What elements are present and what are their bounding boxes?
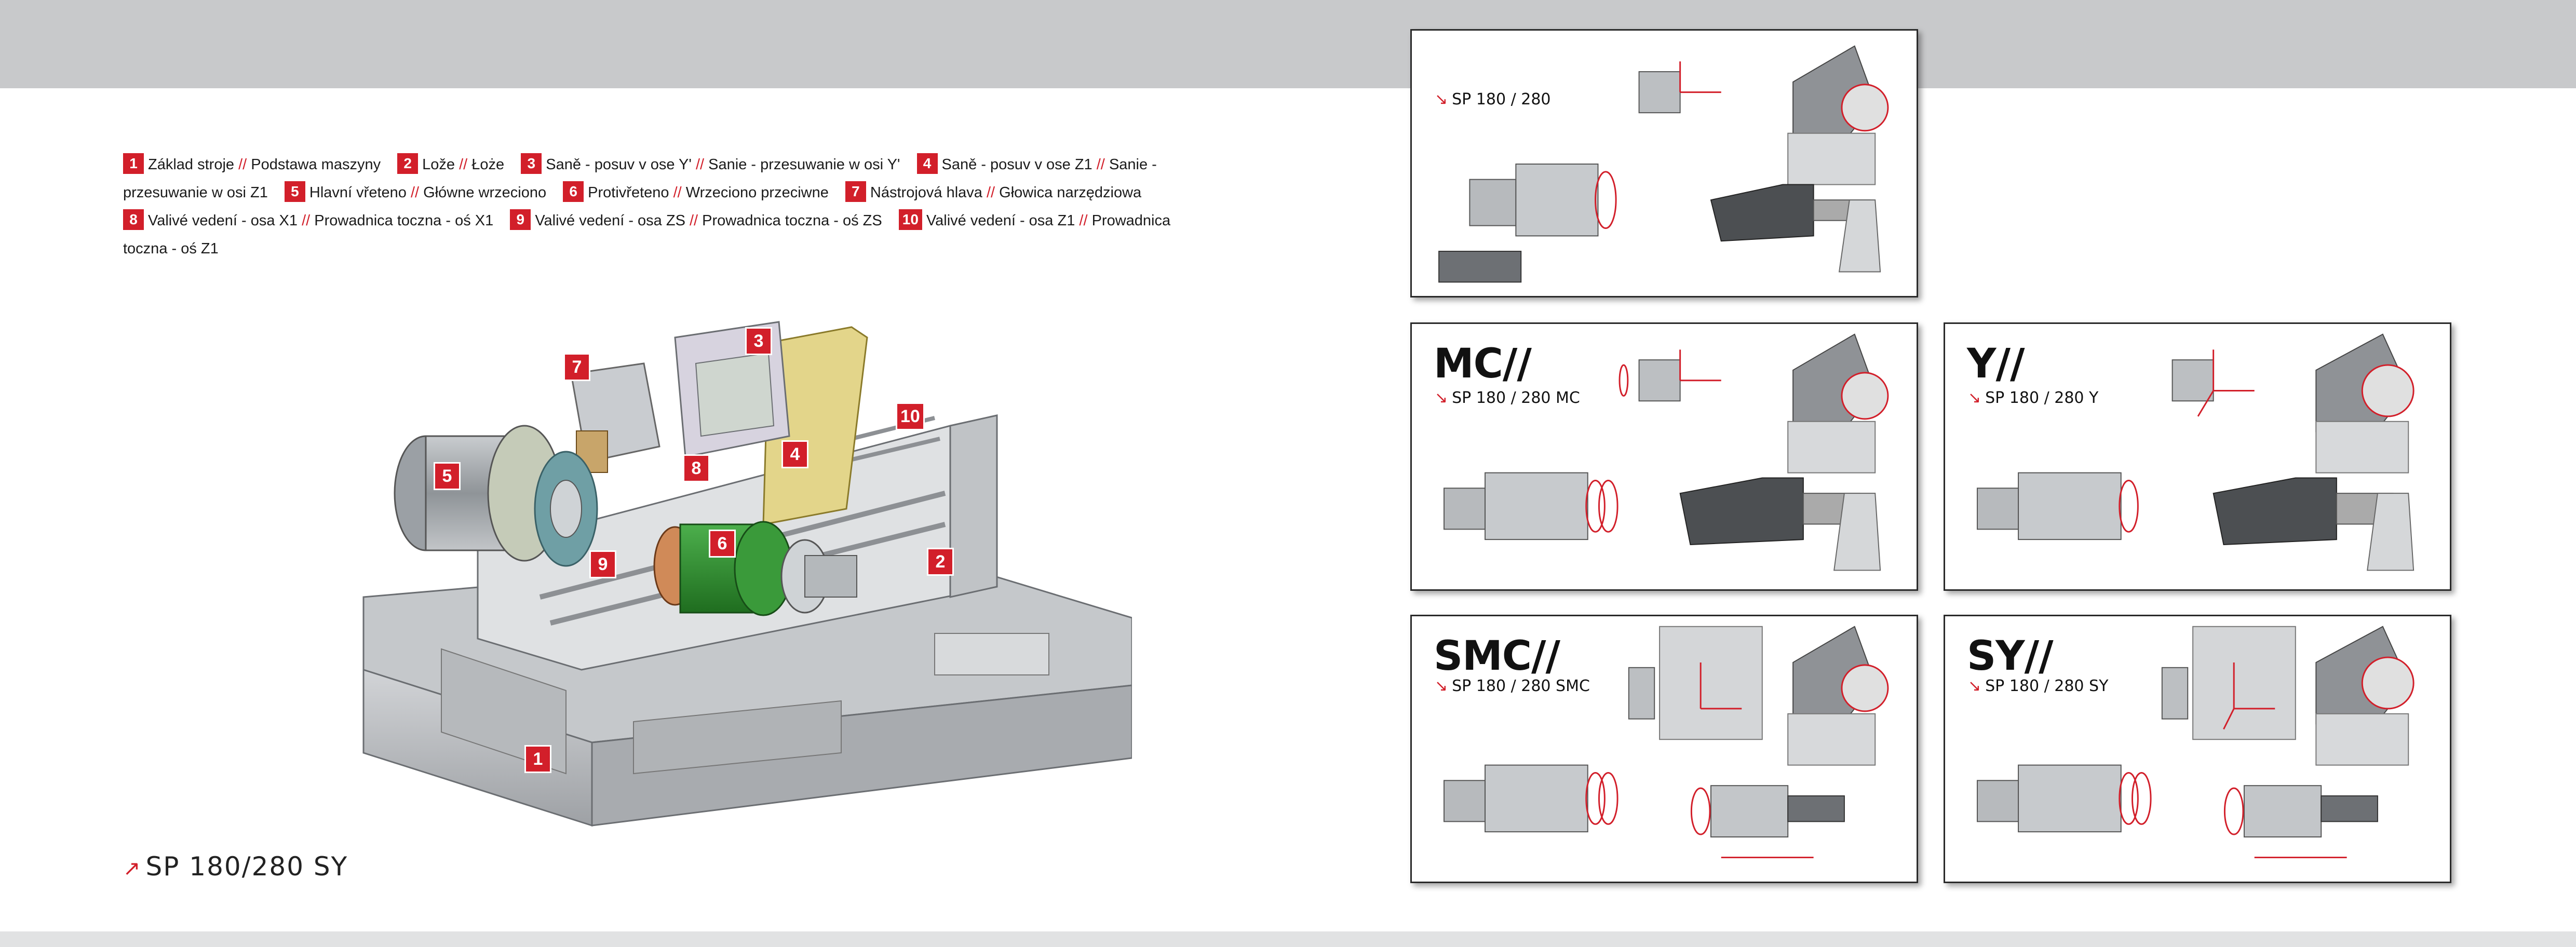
callout-10: 10	[896, 402, 925, 430]
legend-text-cz: Nástrojová hlava	[870, 184, 982, 201]
arrow-icon: ↘	[1968, 389, 1981, 407]
legend-number-badge: 10	[898, 209, 922, 230]
panel-subtitle: ↘SP 180 / 280 SY	[1968, 677, 2109, 695]
callout-9: 9	[589, 550, 616, 578]
variant-panel-y: Y// ↘SP 180 / 280 Y	[1944, 322, 2451, 591]
callout-1: 1	[524, 745, 551, 773]
callout-6: 6	[709, 530, 736, 558]
panel-title: MC//	[1434, 341, 1532, 387]
legend-text-cz: Valivé vedení - osa X1	[148, 212, 298, 229]
callout-3: 3	[745, 327, 772, 355]
panel-subtitle: ↘SP 180 / 280	[1435, 90, 1551, 109]
legend-text-pl: Prowadnica toczna - oś ZS	[702, 212, 882, 229]
legend-number-badge: 5	[284, 181, 305, 202]
arrow-icon: ↗	[123, 857, 142, 881]
legend-number-badge: 1	[123, 153, 144, 174]
callout-4: 4	[781, 440, 808, 468]
legend-separator: //	[695, 156, 705, 173]
legend-number-badge: 3	[521, 153, 542, 174]
variant-panel-smc: SMC// ↘SP 180 / 280 SMC	[1410, 615, 1918, 883]
legend-separator: //	[410, 184, 420, 201]
machine-drawing	[362, 321, 1133, 827]
legend-text-cz: Lože	[422, 156, 455, 173]
legend-number-badge: 8	[123, 209, 144, 230]
legend-separator: //	[673, 184, 682, 201]
panel-title: SMC//	[1434, 633, 1560, 680]
arrow-icon: ↘	[1435, 389, 1448, 407]
legend-text-cz: Hlavní vřeteno	[309, 184, 407, 201]
legend-text-cz: Valivé vedení - osa ZS	[535, 212, 685, 229]
legend-text-cz: Protivřeteno	[588, 184, 669, 201]
model-title-text: SP 180/280 SY	[145, 851, 348, 882]
panel-illustration	[1976, 333, 2415, 571]
legend-text-pl: Głowica narzędziowa	[999, 184, 1142, 201]
panel-subtitle: ↘SP 180 / 280 Y	[1968, 389, 2099, 407]
legend-number-badge: 4	[916, 153, 938, 174]
callout-7: 7	[563, 353, 590, 381]
panel-illustration	[1438, 45, 1889, 283]
model-title: ↗SP 180/280 SY	[123, 851, 348, 882]
legend-separator: //	[986, 184, 995, 201]
legend-text-cz: Saně - posuv v ose Z1	[941, 156, 1093, 173]
panel-illustration	[1443, 333, 1889, 571]
panel-subtitle: ↘SP 180 / 280 MC	[1435, 389, 1580, 407]
arrow-icon: ↘	[1968, 677, 1981, 695]
panel-title: Y//	[1967, 341, 2025, 387]
panel-illustration	[1443, 626, 1889, 859]
legend-text-pl: Wrzeciono przeciwne	[685, 184, 829, 201]
legend-text-pl: Sanie - przesuwanie w osi Z1	[123, 156, 1157, 201]
legend-separator: //	[1079, 212, 1088, 229]
legend-text-cz: Saně - posuv v ose Y'	[546, 156, 692, 173]
variant-panel-base: ↘SP 180 / 280	[1410, 29, 1918, 297]
variant-panel-sy: SY// ↘SP 180 / 280 SY	[1944, 615, 2451, 883]
legend-number-badge: 9	[510, 209, 531, 230]
variant-panel-mc: MC// ↘SP 180 / 280 MC	[1410, 322, 1918, 591]
arrow-icon: ↘	[1435, 90, 1448, 109]
panel-illustration	[1976, 626, 2415, 859]
callout-8: 8	[683, 454, 710, 482]
panel-title: SY//	[1967, 633, 2054, 680]
legend-number-badge: 2	[397, 153, 419, 174]
top-band	[0, 0, 2576, 88]
legend-text-pl: Prowadnica toczna - oś Z1	[123, 212, 1171, 257]
legend-text-pl: Podstawa maszyny	[251, 156, 381, 173]
legend-separator: //	[1096, 156, 1105, 173]
arrow-icon: ↘	[1435, 677, 1448, 695]
legend-separator: //	[238, 156, 247, 173]
legend-separator: //	[302, 212, 311, 229]
legend-number-badge: 6	[563, 181, 584, 202]
legend-separator: //	[689, 212, 698, 229]
machine-illustration: 1 2 3 4 5 6 7 8 9 10	[322, 306, 1133, 846]
legend-text-cz: Valivé vedení - osa Z1	[926, 212, 1075, 229]
legend-text-pl: Łoże	[471, 156, 505, 173]
panel-subtitle: ↘SP 180 / 280 SMC	[1435, 677, 1590, 695]
legend-number-badge: 7	[845, 181, 866, 202]
bottom-band	[0, 931, 2576, 947]
legend-text-pl: Sanie - przesuwanie w osi Y'	[708, 156, 900, 173]
legend-separator: //	[459, 156, 468, 173]
callout-5: 5	[434, 462, 461, 490]
legend-text-pl: Prowadnica toczna - oś X1	[314, 212, 494, 229]
legend-text-pl: Główne wrzeciono	[423, 184, 547, 201]
legend-text-cz: Základ stroje	[148, 156, 235, 173]
callout-2: 2	[927, 548, 954, 576]
